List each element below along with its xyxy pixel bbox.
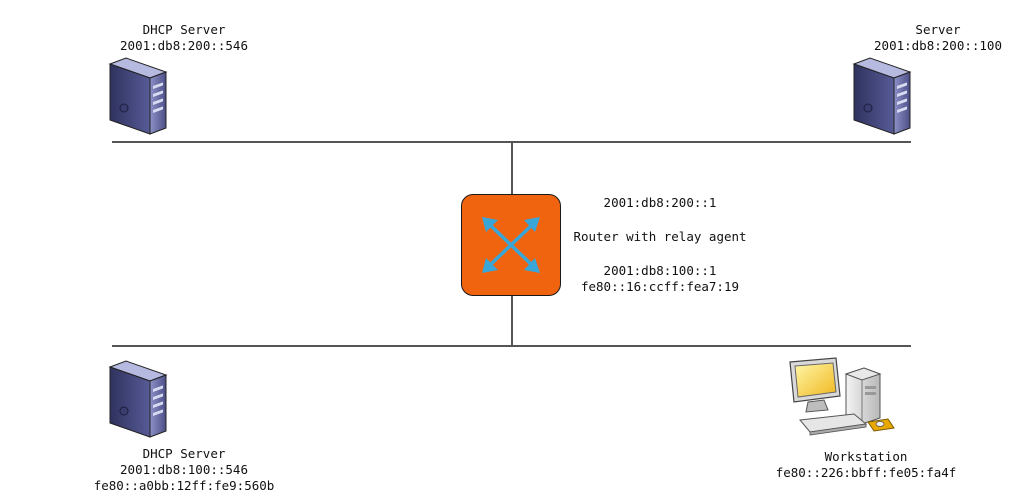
- router-upper-address: 2001:db8:200::1: [603, 195, 717, 210]
- server-top-name: Server: [915, 22, 961, 37]
- server-tower-icon: [848, 56, 914, 136]
- router-link-local: fe80::16:ccff:fea7:19: [580, 279, 740, 294]
- dhcp-server-bottom-link-local: fe80::a0bb:12ff:fe9:560b: [93, 478, 275, 493]
- router-info: 2001:db8:200::1 Router with relay agent …: [560, 195, 760, 295]
- server-tower-icon: [104, 359, 170, 439]
- router-node: [461, 194, 561, 296]
- server-top-label: Server 2001:db8:200::100: [838, 22, 1024, 54]
- workstation-computer-icon: [784, 356, 896, 444]
- router-uplink: [511, 142, 513, 195]
- router-downlink: [511, 295, 513, 346]
- dhcp-server-bottom-name: DHCP Server: [142, 446, 226, 461]
- lower-network-segment: [112, 345, 911, 347]
- workstation-link-local: fe80::226:bbff:fe05:fa4f: [775, 465, 957, 480]
- workstation-name: Workstation: [824, 449, 908, 464]
- dhcp-server-top-label: DHCP Server 2001:db8:200::546: [84, 22, 284, 54]
- dhcp-server-bottom-address: 2001:db8:100::546: [120, 462, 248, 477]
- router-arrows-icon: [482, 217, 540, 273]
- dhcp-server-top-address: 2001:db8:200::546: [120, 38, 248, 53]
- router-name: Router with relay agent: [573, 229, 747, 244]
- router-lower-address: 2001:db8:100::1: [603, 263, 717, 278]
- dhcp-server-bottom-label: DHCP Server 2001:db8:100::546 fe80::a0bb…: [84, 446, 284, 494]
- workstation-label: Workstation fe80::226:bbff:fe05:fa4f: [766, 449, 966, 481]
- server-tower-icon: [104, 56, 170, 136]
- dhcp-server-top-name: DHCP Server: [142, 22, 226, 37]
- server-top-address: 2001:db8:200::100: [874, 38, 1002, 53]
